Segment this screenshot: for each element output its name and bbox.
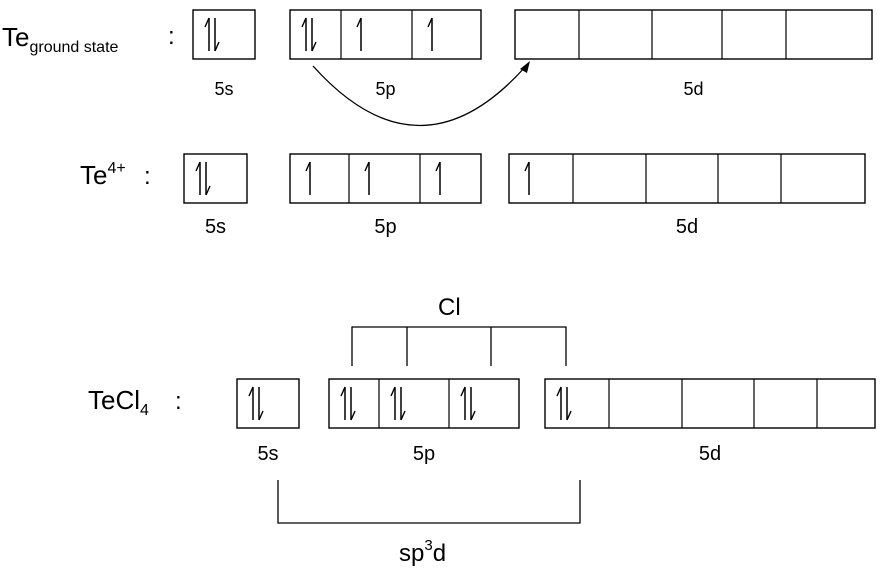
row-ground-colon: : <box>168 23 175 50</box>
orbital-ground-5p: 5p <box>289 9 482 99</box>
orbital-box <box>236 378 300 429</box>
row-tecl4-colon: : <box>175 388 182 415</box>
spin-down-arrow <box>350 387 356 421</box>
orbital-box <box>508 153 866 204</box>
cl-bracket <box>351 326 567 366</box>
orbital-box <box>289 9 482 60</box>
spin-up-arrow <box>356 17 362 51</box>
spin-down-arrow <box>400 387 406 421</box>
orbital-te4plus-5p: 5p <box>289 153 482 238</box>
spin-up-arrow <box>435 161 441 195</box>
orbital-ground-5d: 5d <box>514 9 873 99</box>
orbital-label-5p: 5p <box>375 79 395 99</box>
spin-up-arrow <box>204 17 210 51</box>
orbital-label-5d: 5d <box>699 443 721 465</box>
orbital-label-5p: 5p <box>413 443 435 465</box>
orbital-box <box>183 153 248 204</box>
spin-up-arrow <box>195 161 201 195</box>
spin-down-arrow <box>258 387 264 421</box>
orbital-boxes: 5s 5p 5d 5s 5p 5d 5s 5p 5d <box>183 9 876 465</box>
orbital-ground-5s: 5s <box>192 9 256 99</box>
spin-up-arrow <box>390 386 396 420</box>
spin-down-arrow <box>311 18 317 52</box>
orbital-label-5d: 5d <box>676 216 698 238</box>
row-tecl4-label: TeCl4 <box>88 385 149 419</box>
hybrid-bracket <box>277 480 581 524</box>
spin-up-arrow <box>301 17 307 51</box>
cl-label: Cl <box>438 294 461 321</box>
orbital-box <box>544 378 876 429</box>
row-te4plus-label: Te4+ <box>80 160 126 190</box>
spin-up-arrow <box>248 386 254 420</box>
orbital-tecl4-5p: 5p <box>328 378 520 465</box>
spin-down-arrow <box>205 162 211 196</box>
spin-up-arrow <box>305 161 311 195</box>
spin-up-arrow <box>460 386 466 420</box>
orbital-te4plus-5d: 5d <box>508 153 866 238</box>
spin-up-arrow <box>524 161 530 195</box>
orbital-tecl4-5d: 5d <box>544 378 876 465</box>
orbital-label-5s: 5s <box>205 216 226 238</box>
hybrid-label: sp3d <box>399 537 446 567</box>
spin-up-arrow <box>340 386 346 420</box>
spin-down-arrow <box>566 387 572 421</box>
spin-up-arrow <box>364 161 370 195</box>
orbital-label-5d: 5d <box>683 79 703 99</box>
spin-up-arrow <box>556 386 562 420</box>
orbital-box <box>289 153 482 204</box>
spin-up-arrow <box>427 17 433 51</box>
spin-down-arrow <box>214 18 220 52</box>
orbital-box <box>514 9 873 60</box>
row-te4plus-colon: : <box>144 163 151 190</box>
orbital-label-5p: 5p <box>374 216 396 238</box>
spin-down-arrow <box>470 387 476 421</box>
orbital-label-5s: 5s <box>257 443 278 465</box>
orbital-tecl4-5s: 5s <box>236 378 300 465</box>
orbital-te4plus-5s: 5s <box>183 153 248 238</box>
orbital-box <box>192 9 256 60</box>
orbital-label-5s: 5s <box>214 79 233 99</box>
promotion-arrow <box>312 61 530 126</box>
orbital-box <box>328 378 520 429</box>
row-ground-label: Teground state <box>2 22 119 56</box>
